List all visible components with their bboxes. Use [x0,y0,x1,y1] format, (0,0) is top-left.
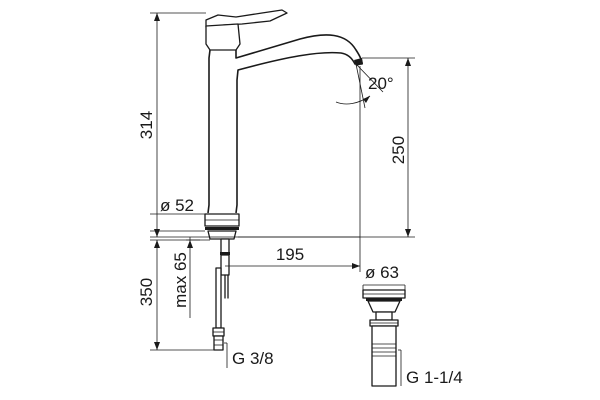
faucet-body [204,9,363,240]
dimension-lines [150,12,415,386]
handle-cap [205,23,241,51]
lever-handle [205,9,288,28]
label-max-deck-thickness: max 65 [171,252,190,308]
mounting-hardware [212,238,230,351]
deck-plate [205,227,239,230]
label-spout-angle: 20° [368,74,394,93]
waste-flange [367,300,401,313]
label-supply-connection: G 3/8 [232,349,274,368]
dimension-labels: 314 250 195 20° ø 52 max 65 350 G 3/8 ø … [137,74,463,387]
supply-hose [215,267,222,329]
label-waste-diameter: ø 63 [365,263,399,282]
column-left-edge [207,49,211,214]
label-total-height: 314 [137,111,156,139]
label-spout-height: 250 [389,136,408,164]
waste-assembly [362,289,406,387]
threaded-stud [220,238,230,255]
label-spout-reach: 195 [276,245,304,264]
label-base-diameter: ø 52 [160,196,194,215]
label-below-deck-length: 350 [137,278,156,306]
spout-outline [235,34,363,214]
label-waste-thread: G 1-1/4 [406,368,463,387]
